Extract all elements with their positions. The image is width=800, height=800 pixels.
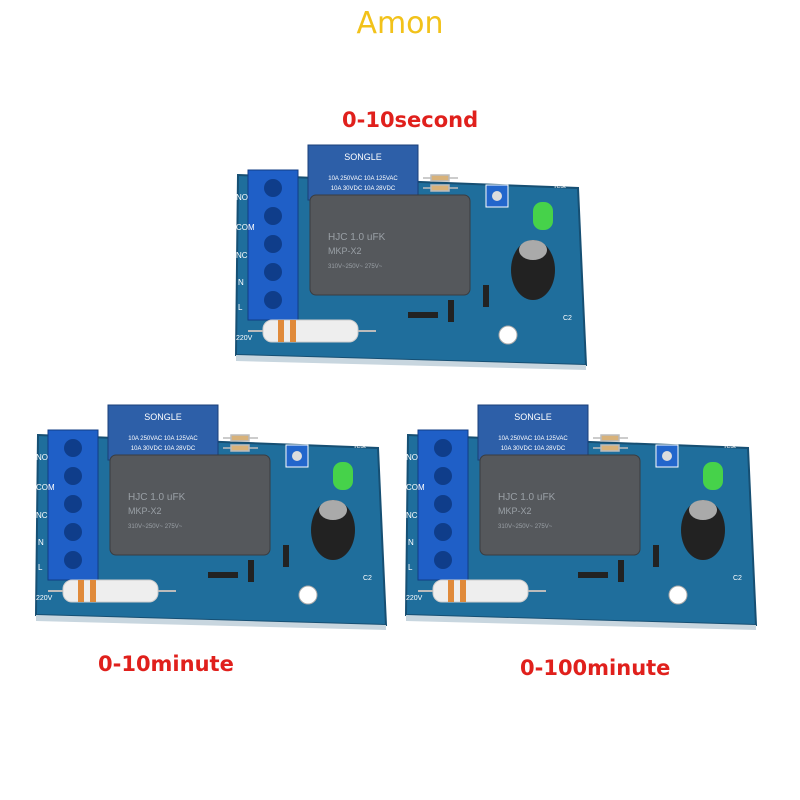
electrolytic-capacitor — [311, 500, 355, 560]
power-resistor — [248, 319, 376, 343]
board-print-text: HJC 1.0 uFK — [128, 492, 186, 503]
board-print-text: HJC 1.0 uFK — [328, 232, 386, 243]
board-print-text: 10A 30VDC 10A 28VDC — [131, 446, 196, 452]
relay-board-0-10minute: SONGLE 10A 250VAC 10A 125VAC 10A 30VDC 1… — [28, 400, 398, 630]
terminal-block — [47, 429, 99, 581]
resistors — [593, 434, 628, 452]
board-print-text: L — [408, 563, 413, 572]
board-print-text: 310V~250V~ 275V~ — [328, 264, 383, 270]
board-print-text: NO — [406, 453, 418, 462]
board-print-text: N — [238, 278, 244, 287]
board-illustration: SONGLE 10A 250VAC 10A 125VAC 10A 30VDC 1… — [234, 144, 588, 370]
diodes — [408, 285, 489, 322]
power-resistor — [418, 579, 546, 603]
board-print-text: NC — [406, 511, 418, 520]
terminal-block — [417, 429, 469, 581]
film-capacitor: HJC 1.0 uFK MKP-X2 310V~250V~ 275V~ — [109, 454, 271, 556]
board-print-text: N — [408, 538, 414, 547]
board-print-text: 220V — [36, 595, 53, 602]
board-print-text: SONGLE — [144, 412, 182, 422]
diodes — [208, 545, 289, 582]
electrolytic-capacitor — [681, 500, 725, 560]
board-print-text: MKP-X2 — [498, 506, 532, 516]
green-led — [533, 202, 553, 230]
power-resistor — [48, 579, 176, 603]
resistors — [423, 174, 458, 192]
resistors — [223, 434, 258, 452]
board-print-text: 10A 250VAC 10A 125VAC — [128, 436, 198, 442]
green-led — [333, 462, 353, 490]
brand-logo: Amon — [356, 6, 444, 41]
board-print-text: HJC 1.0 uFK — [498, 492, 556, 503]
diodes — [578, 545, 659, 582]
board-print-text: L — [238, 303, 243, 312]
board-illustration: SONGLE 10A 250VAC 10A 125VAC 10A 30VDC 1… — [34, 404, 388, 630]
relay: SONGLE 10A 250VAC 10A 125VAC 10A 30VDC 1… — [477, 404, 589, 461]
mounting-hole — [298, 585, 318, 605]
film-capacitor: HJC 1.0 uFK MKP-X2 310V~250V~ 275V~ — [309, 194, 471, 296]
board-print-text: NO — [236, 193, 248, 202]
board-print-text: NO — [36, 453, 48, 462]
board-print-text: 10A 30VDC 10A 28VDC — [331, 186, 396, 192]
mounting-hole — [668, 585, 688, 605]
relay-board-0-100minute: SONGLE 10A 250VAC 10A 125VAC 10A 30VDC 1… — [398, 400, 768, 630]
board-print-text: MKP-X2 — [128, 506, 162, 516]
board-print-text: COM — [406, 483, 425, 492]
board-print-text: COM — [236, 223, 255, 232]
board-print-text: Test — [723, 443, 736, 450]
green-led — [703, 462, 723, 490]
board-print-text: 310V~250V~ 275V~ — [128, 524, 183, 530]
relay-board-0-10second: SONGLE 10A 250VAC 10A 125VAC 10A 30VDC 1… — [228, 140, 598, 370]
caption-0-100minute: 0-100minute — [520, 656, 671, 680]
board-print-text: 220V — [406, 595, 423, 602]
electrolytic-capacitor — [511, 240, 555, 300]
caption-0-10minute: 0-10minute — [98, 652, 234, 676]
board-print-text: SONGLE — [514, 412, 552, 422]
board-print-text: N — [38, 538, 44, 547]
board-print-text: 10A 30VDC 10A 28VDC — [501, 446, 566, 452]
board-print-text: Test — [553, 183, 566, 190]
relay: SONGLE 10A 250VAC 10A 125VAC 10A 30VDC 1… — [107, 404, 219, 461]
board-print-text: NC — [36, 511, 48, 520]
board-print-text: NC — [236, 251, 248, 260]
board-print-text: MKP-X2 — [328, 246, 362, 256]
terminal-block — [247, 169, 299, 321]
board-print-text: C2 — [363, 575, 372, 582]
board-print-text: 10A 250VAC 10A 125VAC — [328, 176, 398, 182]
board-illustration: SONGLE 10A 250VAC 10A 125VAC 10A 30VDC 1… — [404, 404, 758, 630]
board-print-text: C2 — [563, 315, 572, 322]
board-print-text: L — [38, 563, 43, 572]
relay: SONGLE 10A 250VAC 10A 125VAC 10A 30VDC 1… — [307, 144, 419, 201]
board-print-text: Test — [353, 443, 366, 450]
board-print-text: 310V~250V~ 275V~ — [498, 524, 553, 530]
board-print-text: C2 — [733, 575, 742, 582]
board-print-text: 10A 250VAC 10A 125VAC — [498, 436, 568, 442]
board-print-text: SONGLE — [344, 152, 382, 162]
board-print-text: COM — [36, 483, 55, 492]
caption-0-10second: 0-10second — [342, 108, 479, 132]
board-print-text: 220V — [236, 335, 253, 342]
film-capacitor: HJC 1.0 uFK MKP-X2 310V~250V~ 275V~ — [479, 454, 641, 556]
mounting-hole — [498, 325, 518, 345]
